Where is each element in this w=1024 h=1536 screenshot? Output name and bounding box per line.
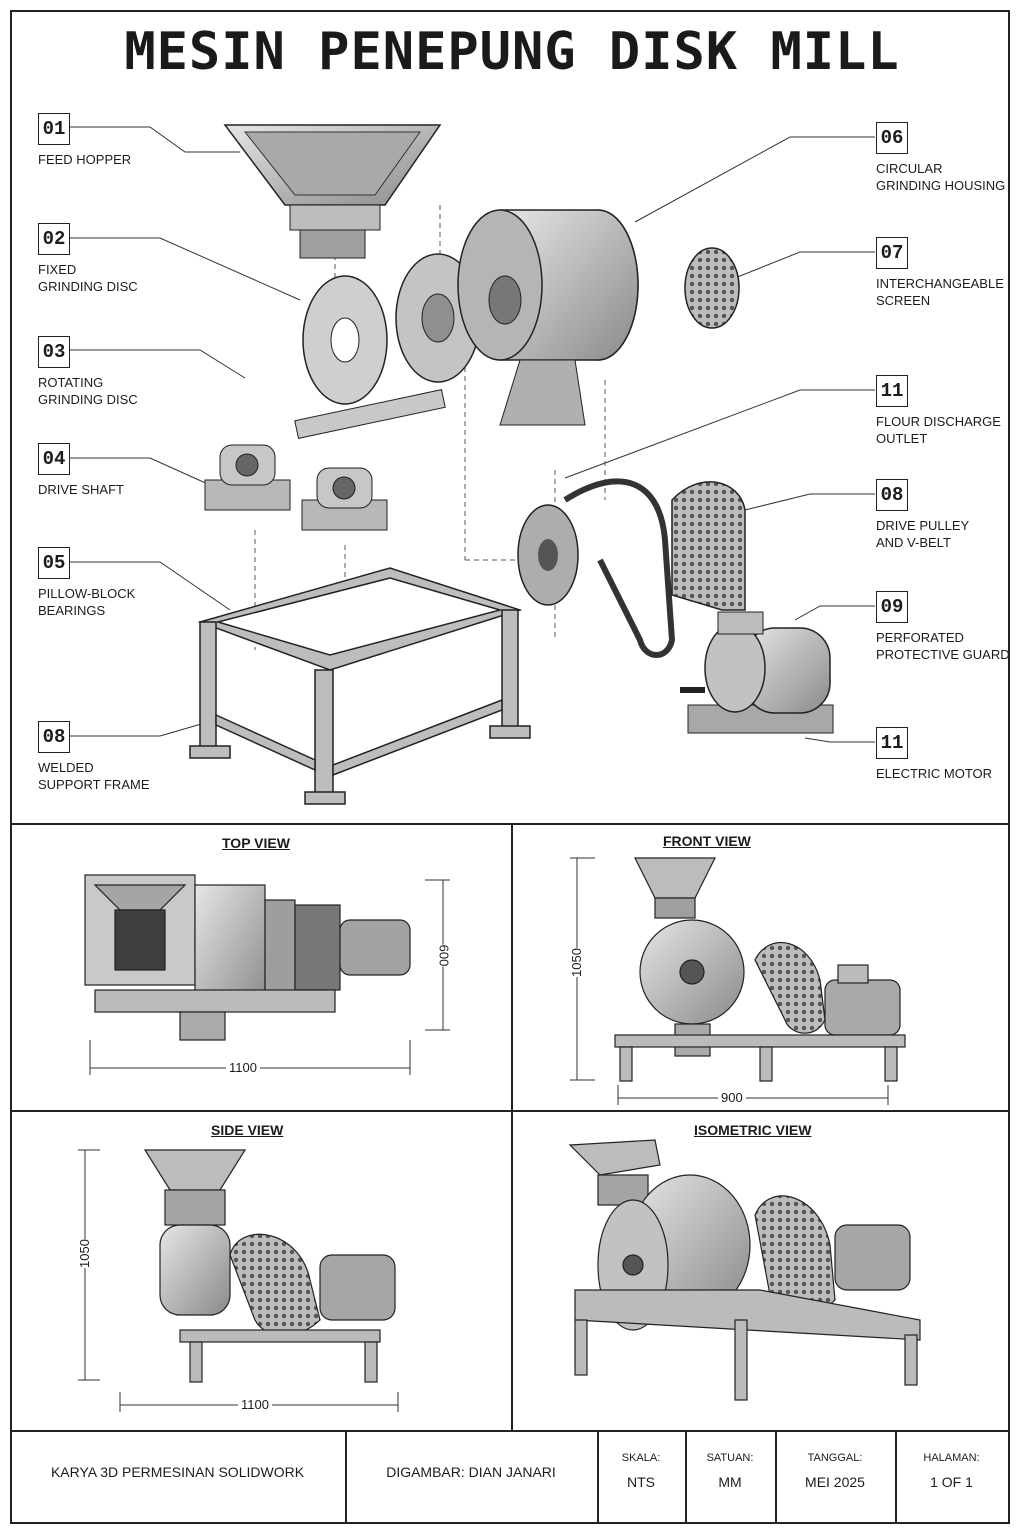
callout-label: ROTATING GRINDING DISC [38, 375, 138, 407]
callout-flour-discharge-outlet: 11 FLOUR DISCHARGE OUTLET [876, 375, 1001, 447]
callout-label: INTERCHANGEABLE SCREEN [876, 276, 1004, 308]
callout-label: CIRCULAR GRINDING HOUSING [876, 161, 1006, 193]
top-view-width-dim: 1100 [226, 1060, 260, 1075]
titleblock-scale: SKALA: NTS [597, 1452, 685, 1490]
callout-label: PERFORATED PROTECTIVE GUARD [876, 630, 1010, 662]
divider [10, 1110, 1010, 1112]
callout-perforated-protective-guard: 09 PERFORATED PROTECTIVE GUARD [876, 591, 1010, 663]
callout-number: 01 [38, 113, 70, 145]
callout-number: 09 [876, 591, 908, 623]
titleblock-drawn-by: DIGAMBAR: DIAN JANARI [386, 1464, 556, 1480]
callout-interchangeable-screen: 07 INTERCHANGEABLE SCREEN [876, 237, 1004, 309]
callout-number: 03 [38, 336, 70, 368]
callout-label: WELDED SUPPORT FRAME [38, 760, 150, 792]
titleblock-project: KARYA 3D PERMESINAN SOLIDWORK [50, 1464, 305, 1480]
isometric-view-title: ISOMETRIC VIEW [694, 1122, 812, 1138]
side-view-title: SIDE VIEW [211, 1122, 284, 1138]
callout-drive-shaft: 04 DRIVE SHAFT [38, 443, 124, 498]
callout-number: 11 [876, 375, 908, 407]
titleblock-unit: SATUAN: MM [685, 1452, 775, 1490]
page-label: HALAMAN: [923, 1452, 980, 1464]
scale-label: SKALA: [621, 1452, 661, 1464]
callout-pillow-block-bearings: 05 PILLOW-BLOCK BEARINGS [38, 547, 135, 619]
callout-label: ELECTRIC MOTOR [876, 766, 993, 781]
callout-number: 11 [876, 727, 908, 759]
front-view-height-dim: 1050 [568, 948, 584, 977]
callout-number: 06 [876, 122, 908, 154]
page-value: 1 OF 1 [930, 1474, 973, 1490]
callout-number: 05 [38, 547, 70, 579]
callout-label: PILLOW-BLOCK BEARINGS [38, 586, 136, 618]
callout-number: 02 [38, 223, 70, 255]
callout-number: 04 [38, 443, 70, 475]
side-view-height-dim: 1050 [76, 1239, 92, 1268]
divider [685, 1430, 687, 1524]
callout-label: DRIVE PULLEY AND V-BELT [876, 518, 970, 550]
divider [345, 1430, 347, 1524]
titleblock-page: HALAMAN: 1 OF 1 [895, 1452, 1008, 1490]
front-view-width-dim: 900 [718, 1090, 746, 1105]
side-view-width-dim: 1100 [238, 1397, 272, 1412]
drawing-title: MESIN PENEPUNG DISK MILL [124, 22, 900, 82]
callout-fixed-grinding-disc: 02 FIXED GRINDING DISC [38, 223, 138, 295]
unit-value: MM [718, 1474, 742, 1490]
callout-rotating-grinding-disc: 03 ROTATING GRINDING DISC [38, 336, 138, 408]
callout-label: FLOUR DISCHARGE OUTLET [876, 414, 1001, 446]
unit-label: SATUAN: [706, 1452, 754, 1464]
divider [895, 1430, 897, 1524]
callout-number: 07 [876, 237, 908, 269]
callout-number: 08 [38, 721, 70, 753]
callout-drive-pulley-v-belt: 08 DRIVE PULLEY AND V-BELT [876, 479, 969, 551]
divider [10, 1430, 1010, 1432]
callout-number: 08 [876, 479, 908, 511]
divider [597, 1430, 599, 1524]
top-view-height-dim: 600 [436, 944, 452, 967]
callout-feed-hopper: 01 FEED HOPPER [38, 113, 131, 168]
front-view-title: FRONT VIEW [663, 833, 751, 849]
callout-circular-grinding-housing: 06 CIRCULAR GRINDING HOUSING [876, 122, 1005, 194]
divider [511, 823, 513, 1430]
callout-electric-motor: 11 ELECTRIC MOTOR [876, 727, 992, 782]
callout-label: FIXED GRINDING DISC [38, 262, 138, 294]
date-value: MEI 2025 [805, 1474, 865, 1490]
divider [10, 823, 1010, 825]
titleblock-date: TANGGAL: MEI 2025 [775, 1452, 895, 1490]
callout-label: DRIVE SHAFT [38, 482, 124, 497]
date-label: TANGGAL: [807, 1452, 863, 1464]
callout-label: FEED HOPPER [38, 152, 132, 167]
top-view-title: TOP VIEW [222, 835, 290, 851]
divider [775, 1430, 777, 1524]
scale-value: NTS [627, 1474, 655, 1490]
callout-welded-support-frame: 08 WELDED SUPPORT FRAME [38, 721, 149, 793]
